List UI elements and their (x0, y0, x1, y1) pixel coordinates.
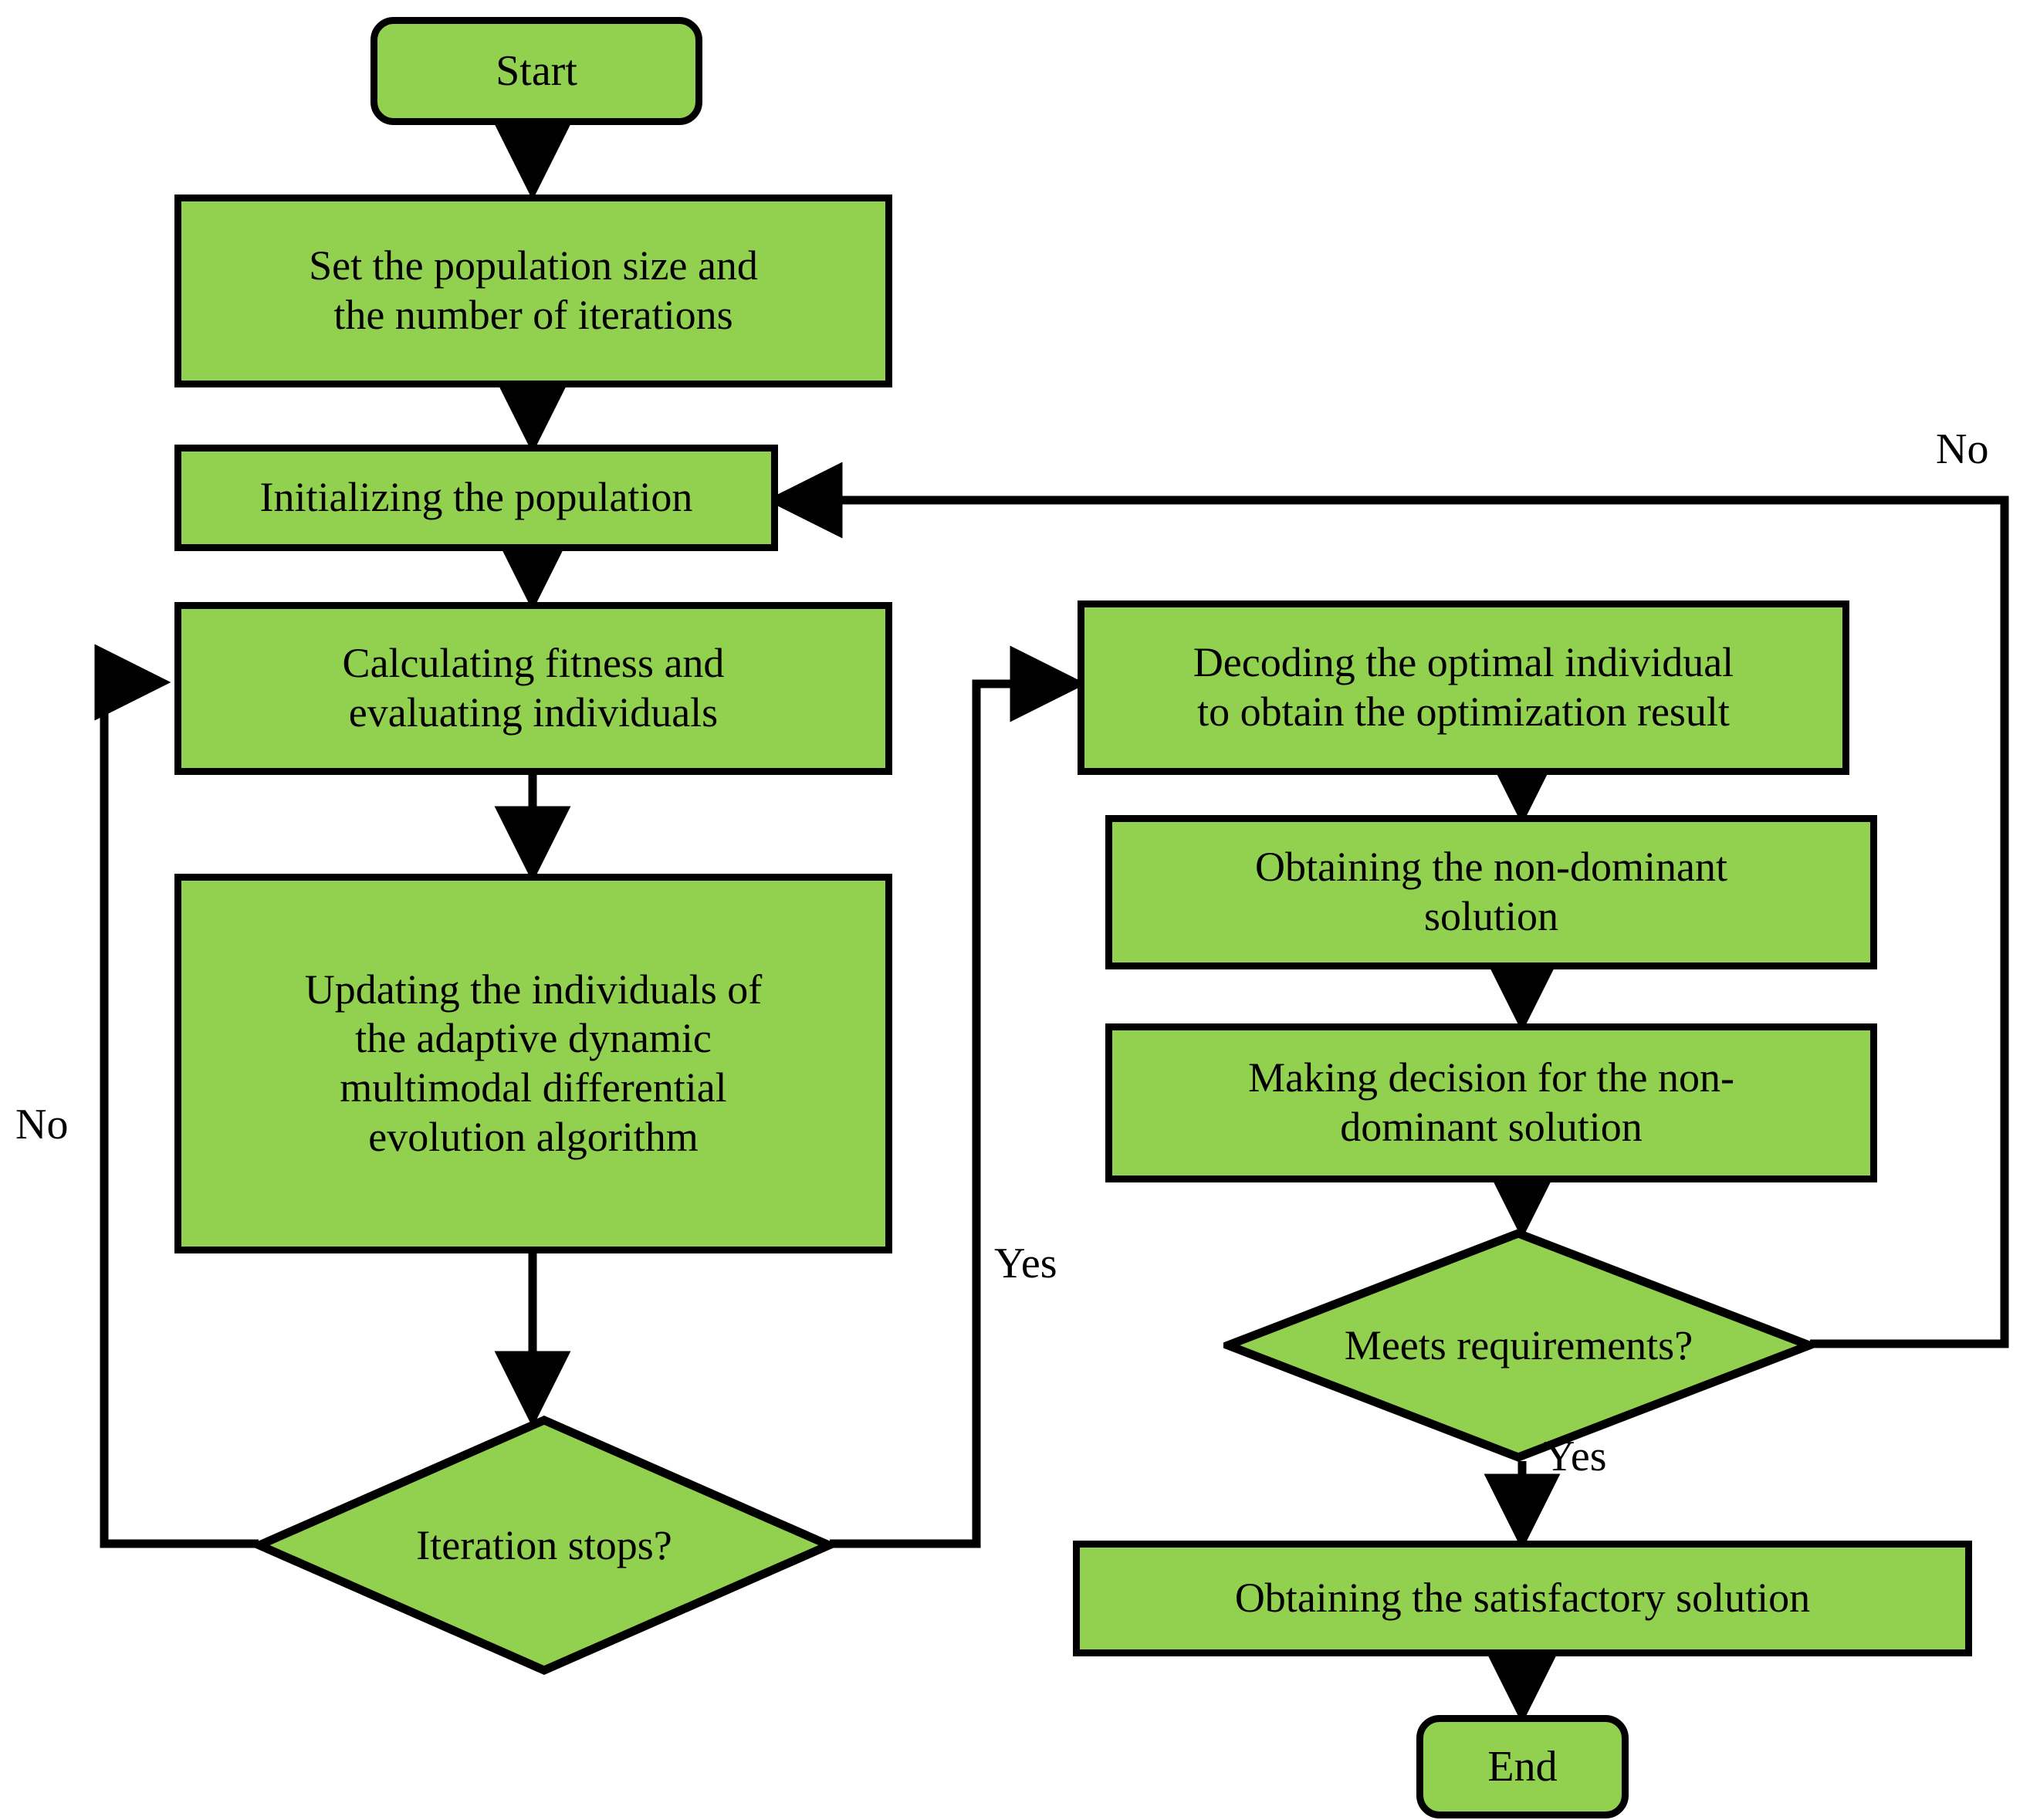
node-obtain-nondominant-line1: Obtaining the non-dominant (1255, 844, 1727, 891)
node-decode-optimal[interactable]: Decoding the optimal individual to obtai… (1078, 600, 1849, 775)
node-set-parameters-line2: the number of iterations (333, 292, 733, 338)
node-end[interactable]: End (1416, 1715, 1629, 1818)
node-initialize-population-label: Initializing the population (259, 474, 693, 521)
node-start[interactable]: Start (370, 17, 702, 125)
edge-label-iteration-yes: Yes (994, 1240, 1057, 1287)
node-calculate-fitness[interactable]: Calculating fitness and evaluating indiv… (174, 602, 892, 775)
node-set-parameters-line1: Set the population size and (309, 242, 758, 289)
node-obtain-nondominant[interactable]: Obtaining the non-dominant solution (1105, 815, 1877, 969)
node-end-label: End (1487, 1742, 1558, 1791)
node-making-decision[interactable]: Making decision for the non- dominant so… (1105, 1023, 1877, 1182)
node-initialize-population[interactable]: Initializing the population (174, 445, 778, 551)
node-meets-requirements-label: Meets requirements? (1344, 1322, 1693, 1368)
node-update-individuals[interactable]: Updating the individuals of the adaptive… (174, 874, 892, 1253)
node-iteration-stops-label: Iteration stops? (416, 1522, 672, 1568)
node-decode-optimal-line1: Decoding the optimal individual (1193, 639, 1734, 686)
node-obtain-nondominant-line2: solution (1423, 893, 1559, 939)
node-set-parameters[interactable]: Set the population size and the number o… (174, 195, 892, 387)
node-making-decision-line2: dominant solution (1340, 1104, 1643, 1150)
node-making-decision-line1: Making decision for the non- (1248, 1054, 1734, 1101)
diamond-shape (255, 1416, 834, 1675)
node-meets-requirements[interactable]: Meets requirements? (1223, 1229, 1814, 1462)
node-update-individuals-line1: Updating the individuals of (304, 966, 763, 1013)
node-update-individuals-line2: the adaptive dynamic (355, 1015, 712, 1062)
edge-label-meets-yes: Yes (1544, 1433, 1607, 1480)
node-update-individuals-line4: evolution algorithm (368, 1113, 699, 1160)
node-iteration-stops[interactable]: Iteration stops? (255, 1416, 834, 1675)
node-decode-optimal-line2: to obtain the optimization result (1197, 688, 1730, 735)
node-update-individuals-line3: multimodal differential (340, 1064, 727, 1111)
edge-label-iteration-no: No (15, 1101, 69, 1148)
node-calculate-fitness-line2: evaluating individuals (348, 689, 719, 736)
node-satisfactory-solution[interactable]: Obtaining the satisfactory solution (1073, 1541, 1972, 1656)
node-satisfactory-solution-label: Obtaining the satisfactory solution (1234, 1575, 1811, 1622)
diamond-shape (1223, 1229, 1814, 1462)
edge-label-meets-no: No (1936, 425, 1989, 473)
node-calculate-fitness-line1: Calculating fitness and (342, 640, 725, 687)
node-start-label: Start (496, 46, 577, 95)
